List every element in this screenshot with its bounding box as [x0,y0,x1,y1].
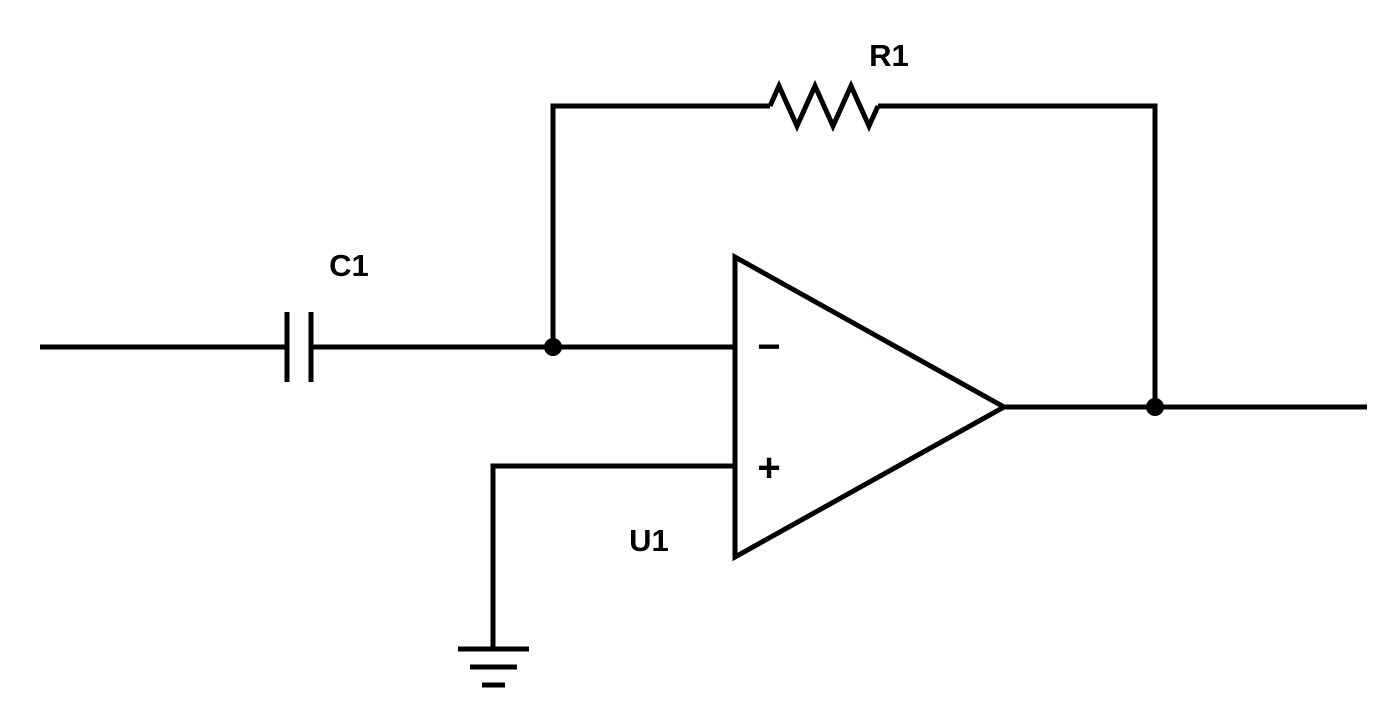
noninverting-to-ground-wire [490,463,735,649]
feedback-wire-right [878,103,1158,407]
inverting-sign: − [757,325,780,369]
label-c1: C1 [329,248,369,283]
feedback-wire-left [550,103,770,347]
capacitor-c1 [284,312,314,382]
label-r1: R1 [869,38,909,73]
junction-dot-output [1146,398,1164,416]
label-u1: U1 [629,523,669,558]
ground-symbol [458,646,529,688]
junction-dot-input [544,338,562,356]
op-amp-u1 [732,252,1010,562]
noninverting-sign: + [757,446,780,490]
resistor-r1 [767,79,881,133]
